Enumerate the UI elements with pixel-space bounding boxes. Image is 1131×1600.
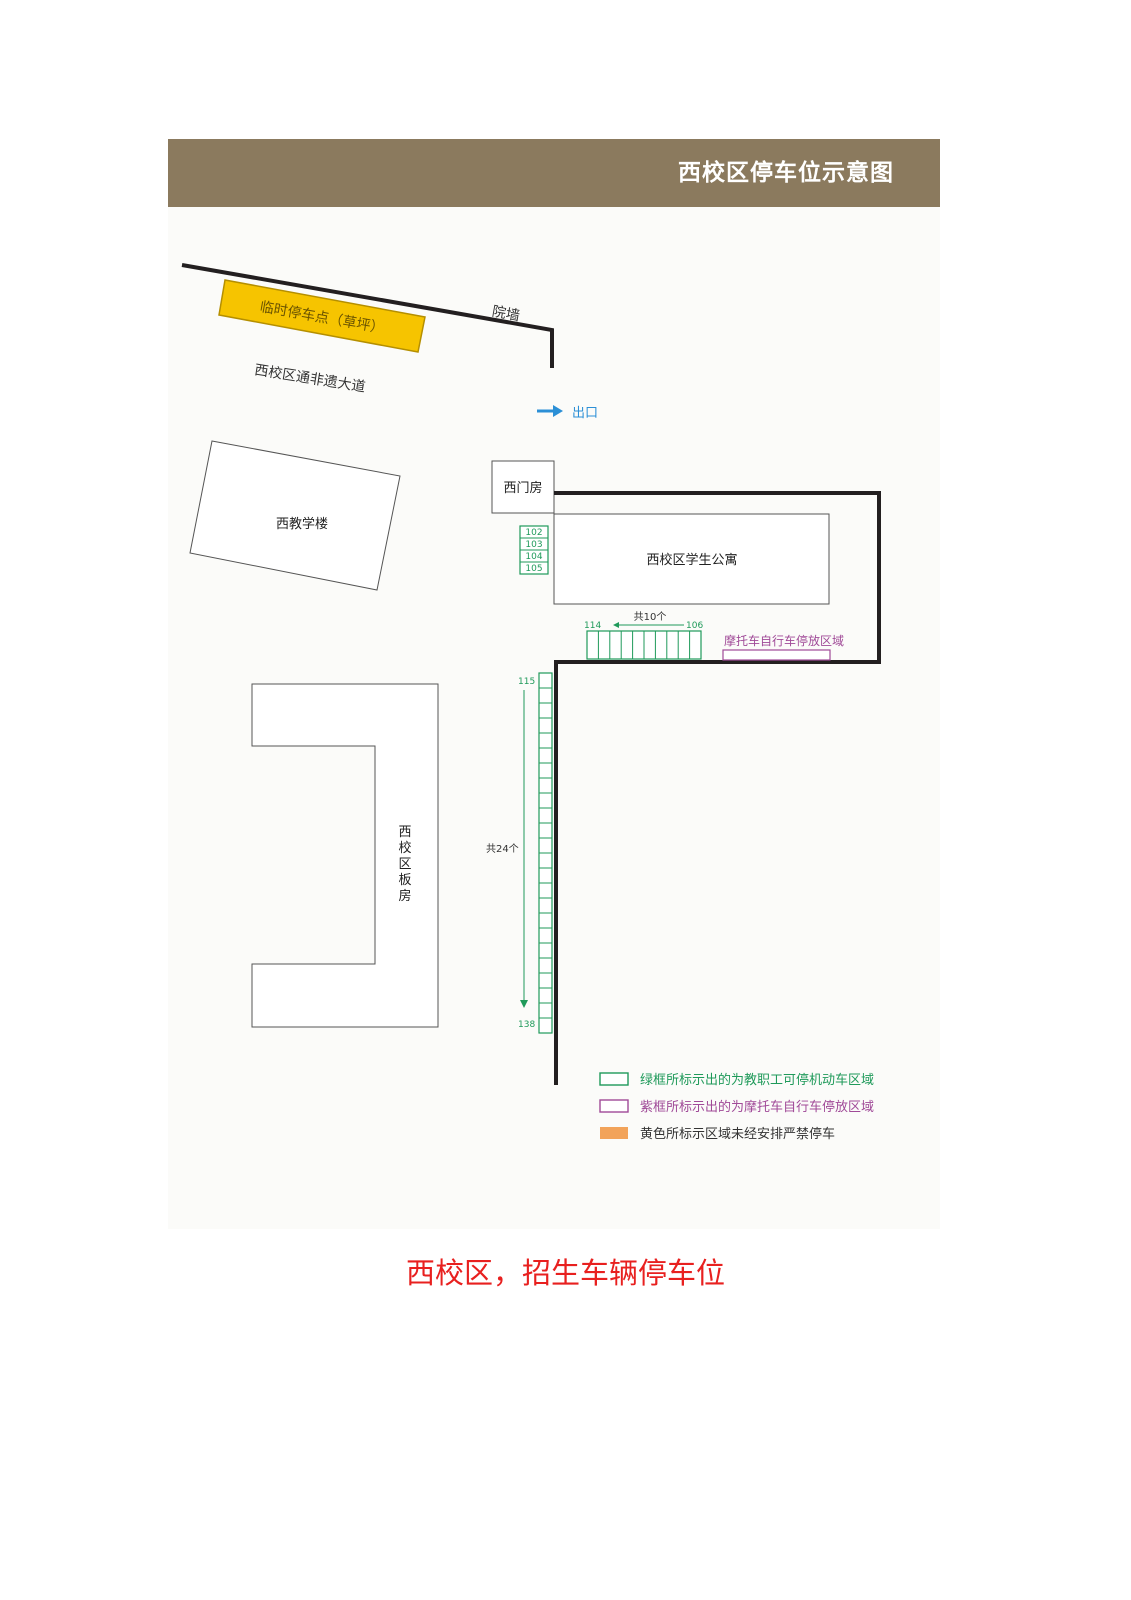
row-count-label: 共10个	[634, 611, 667, 623]
page-caption: 西校区，招生车辆停车位	[405, 1256, 725, 1290]
row-end-label: 106	[686, 621, 703, 631]
legend-swatch-purple	[599, 1099, 629, 1113]
legend-item: 黄色所标示区域未经安排严禁停车	[640, 1126, 835, 1142]
student-dormitory: 西校区学生公寓	[553, 513, 830, 605]
col-end-label: 138	[518, 1020, 535, 1030]
legend-swatch-yellow	[600, 1127, 628, 1139]
dormitory-label: 西校区学生公寓	[646, 552, 737, 568]
parking-column-115-138: 115 138 共24个	[486, 672, 553, 1034]
west-gatehouse-label: 西门房	[503, 480, 542, 496]
row-start-label: 114	[584, 621, 601, 631]
parking-spots-102-105: 102 103 104 105	[519, 525, 549, 575]
spot-label: 102	[525, 528, 542, 538]
exit-marker: 出口	[537, 405, 598, 421]
west-teaching-building: 西教学楼	[189, 440, 401, 591]
legend: 绿框所标示出的为教职工可停机动车区域 紫框所标示出的为摩托车自行车停放区域 黄色…	[599, 1072, 874, 1142]
parking-row-106-114: 114 106 共10个	[584, 611, 703, 660]
spot-label: 105	[525, 564, 542, 574]
prefab-house: 西校区板房	[251, 683, 439, 1028]
prefab-house-label: 西校区板房	[398, 825, 411, 904]
legend-item: 绿框所标示出的为教职工可停机动车区域	[640, 1072, 874, 1088]
map-header: 西校区停车位示意图	[168, 139, 940, 207]
courtyard-wall	[181, 263, 554, 368]
legend-item: 紫框所标示出的为摩托车自行车停放区域	[640, 1099, 874, 1115]
west-gatehouse: 西门房	[491, 460, 555, 514]
motorcycle-area: 摩托车自行车停放区域	[722, 633, 844, 661]
west-road-label: 西校区通非遗大道	[253, 361, 366, 395]
motorcycle-area-label: 摩托车自行车停放区域	[724, 633, 844, 648]
spot-label: 104	[525, 552, 542, 562]
west-teaching-building-label: 西教学楼	[276, 516, 328, 532]
legend-swatch-green	[599, 1072, 629, 1086]
col-count-label: 共24个	[486, 843, 519, 855]
spot-label: 103	[525, 540, 542, 550]
courtyard-wall-label: 院墙	[491, 304, 521, 325]
map-title: 西校区停车位示意图	[678, 160, 894, 186]
col-start-label: 115	[518, 677, 535, 687]
temp-parking-zone: 临时停车点（草坪）	[218, 279, 426, 353]
campus-wall	[554, 491, 881, 1085]
exit-label: 出口	[572, 406, 598, 421]
